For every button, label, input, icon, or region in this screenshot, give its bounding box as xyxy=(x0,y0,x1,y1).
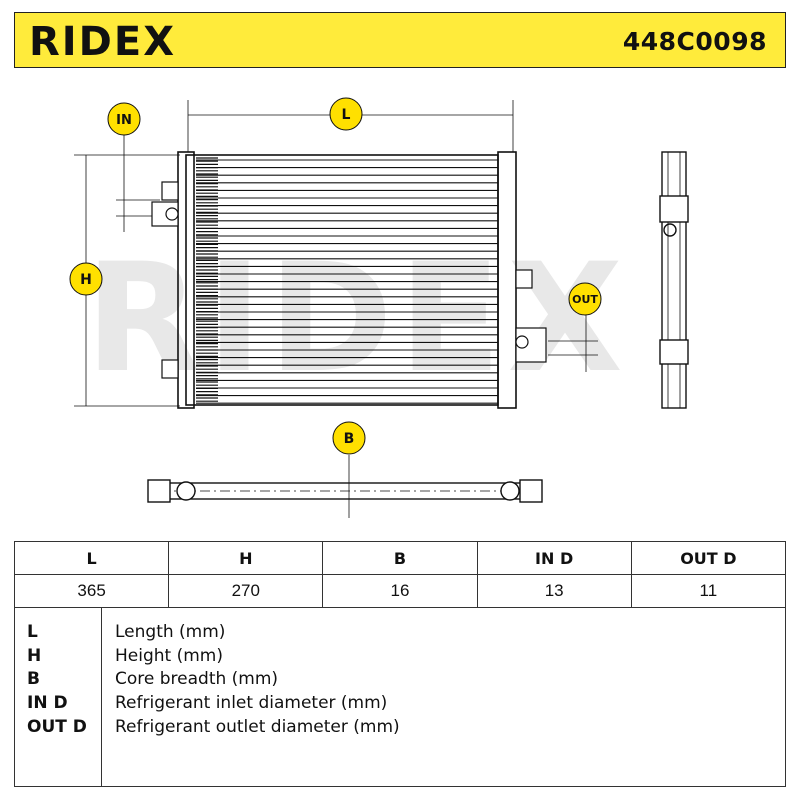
condenser-fins xyxy=(196,159,498,404)
table-row: 365 270 16 13 11 xyxy=(13,574,787,608)
legend-key: L xyxy=(27,622,38,642)
in-label: IN xyxy=(116,113,132,128)
legend-divider xyxy=(101,608,102,786)
b-label: B xyxy=(344,431,355,447)
part-number: 448C0098 xyxy=(622,27,767,56)
header-b: B xyxy=(322,541,478,575)
core-hatch xyxy=(196,157,218,402)
bracket-bottom-left xyxy=(161,359,179,379)
legend-desc: Refrigerant inlet diameter (mm) xyxy=(115,693,388,713)
out-label: OUT xyxy=(572,293,598,306)
header-h: H xyxy=(168,541,324,575)
legend-key: IN D xyxy=(27,693,68,713)
legend-desc: Refrigerant outlet diameter (mm) xyxy=(115,717,400,737)
table-header-row: L H B IN D OUT D xyxy=(13,541,787,575)
value-l: 365 xyxy=(13,574,170,608)
side-view xyxy=(659,151,689,409)
value-in-d: 13 xyxy=(476,574,632,608)
dimensions-table: L H B IN D OUT D 365 270 16 13 11 xyxy=(13,541,787,608)
label-badges: IN L H OUT B xyxy=(69,97,602,455)
header-in-d: IN D xyxy=(476,541,632,575)
brand-text: RIDEX xyxy=(29,21,176,61)
legend-desc: Height (mm) xyxy=(115,646,223,666)
legend-key: OUT D xyxy=(27,717,87,737)
legend-desc: Length (mm) xyxy=(115,622,226,642)
legend-key: H xyxy=(27,646,42,666)
bracket-top-left xyxy=(161,181,179,201)
condenser-drawing: RIDEX xyxy=(69,97,689,518)
value-out-d: 11 xyxy=(630,574,787,608)
l-label: L xyxy=(342,107,351,123)
h-label: H xyxy=(80,272,92,288)
bracket-right xyxy=(515,269,533,289)
header-out-d: OUT D xyxy=(630,541,787,575)
bottom-view xyxy=(147,455,543,518)
legend-key: B xyxy=(27,669,40,689)
legend-desc: Core breadth (mm) xyxy=(115,669,279,689)
header-l: L xyxy=(13,541,170,575)
value-b: 16 xyxy=(322,574,478,608)
legend-box: L Length (mm) H Height (mm) B Core bread… xyxy=(14,607,786,787)
ridex-logo: RIDEX xyxy=(29,21,176,61)
header-bar: RIDEX 448C0098 xyxy=(14,12,786,68)
value-h: 270 xyxy=(168,574,324,608)
